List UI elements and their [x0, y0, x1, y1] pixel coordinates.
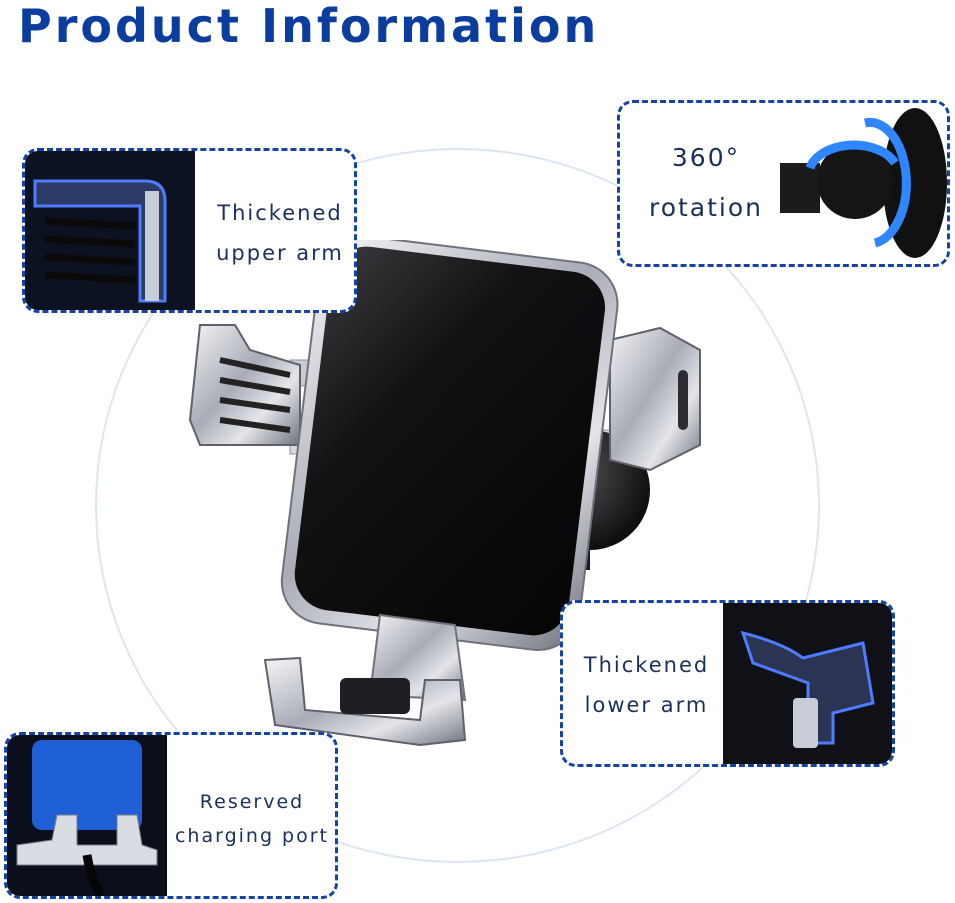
callout-charging-port: Reserved charging port	[4, 732, 338, 899]
rotation-label-line1: 360°	[671, 143, 741, 172]
callout-lower-arm: Thickened lower arm	[560, 600, 895, 767]
upper-arm-label-line2: upper arm	[216, 241, 344, 265]
upper-arm-closeup-image	[25, 151, 195, 310]
charging-port-label-line2: charging port	[174, 825, 330, 847]
page-title: Product Information	[18, 0, 600, 53]
rotation-label-line2: rotation	[648, 193, 764, 222]
rotation-label: 360° rotation	[626, 133, 786, 233]
charging-port-label: Reserved charging port	[167, 785, 335, 853]
upper-arm-label: Thickened upper arm	[205, 193, 354, 273]
callout-rotation: 360° rotation	[617, 100, 950, 267]
charging-port-label-line1: Reserved	[199, 791, 305, 813]
background-ring	[95, 148, 820, 863]
lower-arm-label-line1: Thickened	[583, 653, 710, 677]
lower-arm-label: Thickened lower arm	[569, 645, 724, 725]
lower-arm-closeup-image	[723, 603, 892, 764]
callout-upper-arm: Thickened upper arm	[22, 148, 357, 313]
upper-arm-label-line1: Thickened	[217, 201, 343, 225]
ball-joint-closeup-image	[780, 103, 947, 264]
charging-port-closeup-image	[7, 735, 167, 896]
phone-holder-illustration	[188, 240, 701, 747]
lower-arm-label-line2: lower arm	[584, 693, 709, 717]
